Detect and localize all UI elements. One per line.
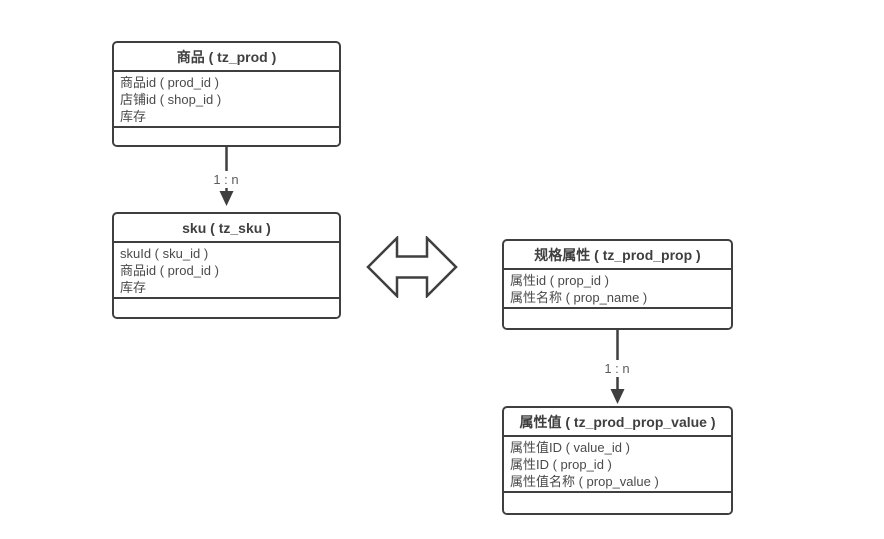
entity-prod-prop-value-title: 属性值 ( tz_prod_prop_value ) (504, 408, 731, 437)
entity-prod-footer-compartment (114, 126, 339, 145)
field-row: 属性名称 ( prop_name ) (510, 290, 648, 305)
entity-sku: sku ( tz_sku ) skuId ( sku_id ) 商品id ( p… (112, 212, 341, 319)
relation-label-prop-propvalue: 1 : n (593, 360, 641, 377)
entity-prod-fields: 商品id ( prod_id ) 店铺id ( shop_id ) 库存 (114, 72, 339, 126)
entity-prod-title: 商品 ( tz_prod ) (114, 43, 339, 72)
field-row: 库存 (120, 280, 147, 295)
field-row: 商品id ( prod_id ) (120, 263, 219, 278)
entity-sku-title: sku ( tz_sku ) (114, 214, 339, 243)
field-row: 店铺id ( shop_id ) (120, 92, 222, 107)
entity-sku-fields: skuId ( sku_id ) 商品id ( prod_id ) 库存 (114, 243, 339, 297)
field-row: 属性ID ( prop_id ) (510, 457, 612, 472)
field-row: 库存 (120, 109, 147, 124)
entity-prod-prop-fields: 属性id ( prop_id ) 属性名称 ( prop_name ) (504, 270, 731, 307)
field-row: 属性id ( prop_id ) (510, 273, 609, 288)
field-row: skuId ( sku_id ) (120, 246, 209, 261)
entity-prod-prop-value: 属性值 ( tz_prod_prop_value ) 属性值ID ( value… (502, 406, 733, 515)
relation-label-prod-sku: 1 : n (202, 171, 250, 188)
field-row: 属性值ID ( value_id ) (510, 440, 630, 455)
entity-sku-footer-compartment (114, 297, 339, 317)
left-right-double-arrow-icon (366, 236, 458, 298)
field-row: 商品id ( prod_id ) (120, 75, 219, 90)
entity-prod-prop-value-footer-compartment (504, 491, 731, 513)
entity-prod-prop-value-fields: 属性值ID ( value_id ) 属性ID ( prop_id ) 属性值名… (504, 437, 731, 491)
entity-prod-prop-footer-compartment (504, 307, 731, 328)
entity-prod-prop-title: 规格属性 ( tz_prod_prop ) (504, 241, 731, 270)
field-row: 属性值名称 ( prop_value ) (510, 474, 659, 489)
entity-prod-prop: 规格属性 ( tz_prod_prop ) 属性id ( prop_id ) 属… (502, 239, 733, 330)
entity-prod: 商品 ( tz_prod ) 商品id ( prod_id ) 店铺id ( s… (112, 41, 341, 147)
